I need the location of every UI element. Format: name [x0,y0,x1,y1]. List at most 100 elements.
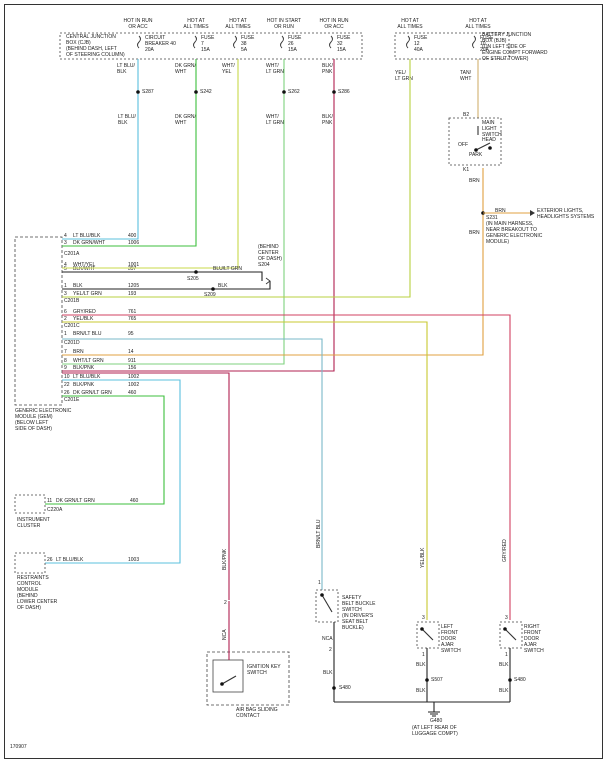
ground-label-line: (AT LEFT REAR OF [412,725,457,731]
wire-color-m-blk-pnk: BLK/PNK [322,114,333,126]
gem-pin-3: 3 [64,291,67,297]
hot-label-hot-all-times-3-line: HOT AT [401,18,419,24]
main-light-switch-label-line: SWITCH [482,132,502,138]
splice-label: S209 [204,292,216,298]
bjb-label-line: (ON LEFT SIDE OF [482,44,526,50]
gem-pin-7: 7 [64,349,67,355]
gem-pin-color: BRN/LT BLU [73,331,102,337]
switch-blade [475,142,491,151]
right-door-label-line: FRONT [524,630,541,636]
instrument-label-line: INSTRUMENT [17,517,50,523]
gem-pin-10: 10 [64,374,70,380]
restraints-circuit: 1003 [128,557,139,563]
gem-pin-3: 3 [64,240,67,246]
seatbelt-pin-top: 1 [318,580,321,586]
fuse-symbol [329,35,333,49]
wire-color-w-tan-wht-line: WHT [460,76,471,82]
fuse-fuse-26-line: 26 [288,41,294,47]
ground-icon [265,277,271,285]
air-bag-contact-label-line: AIR BAG SLIDING [236,707,278,713]
fuse-symbol [233,35,237,49]
wire-color-m-ltblu-blk-line: LT BLU/ [118,114,136,120]
instrument-cluster-box [14,494,46,514]
blu-lt-grn-label: BLU/LT GRN [213,266,242,272]
connector-C201E: C201E [64,397,80,403]
fuse-fuse-26-line: 15A [288,47,298,53]
wire-dkgrn-instrument [45,395,165,505]
wire-yel-blk [62,321,428,620]
instrument-label-line: CLUSTER [17,523,41,529]
wire-wht-yel [62,59,239,269]
wire-color-m-blk-pnk-line: BLK/ [322,114,333,120]
fuse-breaker-40-line: BREAKER 40 [145,41,176,47]
left-door-label-line: AJAR [441,642,454,648]
wire-color-m-dkgrn-wht-line: WHT [175,120,186,126]
gem-pin-circuit: 1006 [128,240,139,246]
fuse-symbol [280,35,284,49]
splice-s480b [508,678,512,682]
fuse-symbol [193,35,197,49]
hot-label-hot-run-acc-1-line: OR ACC [128,24,148,30]
diagram-frame [4,4,603,759]
gem-label-line: SIDE OF DASH) [15,426,52,432]
gem-pin-26: 26 [64,390,70,396]
hot-label-hot-run-acc-2-line: OR ACC [324,24,344,30]
fuse-symbol [472,35,476,49]
connector-C201B: C201B [64,298,80,304]
gem-pin-circuit: 1002 [128,382,139,388]
splice-s480a [332,686,336,690]
arrow-icon [530,210,535,216]
right-door-pin: 3 [505,615,508,621]
splice-label: S286 [338,89,350,95]
wire-color-w-blk-pnk: BLK/PNK [322,63,333,75]
fuse-fuse-12-line: FUSE [414,35,428,41]
restraints-label-line: CONTROL [17,581,42,587]
instrument-pin: 11 [47,498,52,504]
seatbelt-box [315,589,339,623]
wire-color-w-wht-ltgrn: WHT/LT GRN [266,63,284,75]
ignition-label-line: SWITCH [247,670,267,676]
fuse-symbol [406,35,410,49]
ignition-switch-inner [212,659,244,693]
ground-id: G480 [430,718,442,724]
wire-color-w-ltblu-blk-line: BLK [117,69,127,75]
wire-wht-ltgrn [62,59,285,365]
cjb-label-line: (BEHIND DASH, LEFT [66,46,117,52]
bjb-label-line: ENGINE COMPT FORWARD [482,50,548,56]
switch-pos-park: PARK [469,152,483,158]
wire-brn-ltblu [62,338,323,590]
gem-pin-4: 4 [64,262,67,268]
left-door-pivot [420,627,424,631]
seatbelt-pin-bottom: 2 [329,647,332,653]
wire-color-w-wht-yel: WHT/YEL [222,63,235,75]
main-light-switch-box [448,117,502,166]
wire-color-m-ltblu-blk: LT BLU/BLK [118,114,136,126]
main-light-switch-label-line: LIGHT [482,126,497,132]
fuse-fuse-38-line: FUSE [241,35,255,41]
left-door-label-line: LEFT [441,624,453,630]
hot-label-hot-all-times-2-line: HOT AT [229,18,247,24]
gem-pin-8: 8 [64,358,67,364]
fuse-breaker-40-line: 20A [145,47,155,53]
right-door-pin-bottom: 1 [505,652,508,658]
gem-pin-color: GRY/RED [73,309,96,315]
s231-note-line: (IN MAIN HARNESS, [486,221,534,227]
gem-pin-circuit: 156 [128,365,137,371]
air-bag-contact-label-line: CONTACT [236,713,260,719]
fuse-breaker-40-line: CIRCUIT [145,35,165,41]
gem-pin-5: 5 [64,266,67,272]
nca-label: NCA [322,636,333,642]
switch-pivot [474,148,478,152]
